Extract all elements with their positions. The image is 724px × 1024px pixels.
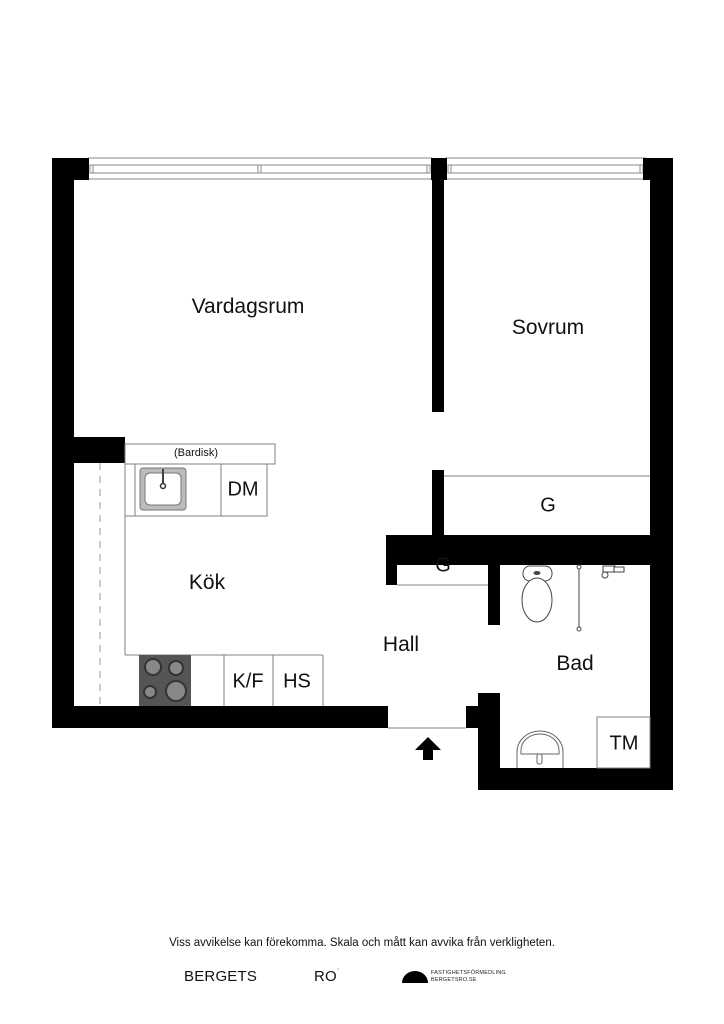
toilet-icon: [521, 565, 553, 623]
room-label-vardagsrum: Vardagsrum: [191, 295, 305, 318]
room-label-hall: Hall: [382, 633, 420, 656]
logo-ro-dot: ˙: [336, 968, 341, 979]
disclaimer-text: Viss avvikelse kan förekomma. Skala och …: [169, 937, 555, 949]
agency-logo-icon: [402, 971, 428, 983]
room-label-kok: Kök: [188, 571, 226, 594]
fridge-freezer-label: K/F: [232, 670, 264, 693]
washing-machine-label: TM: [609, 732, 639, 755]
closet-hall-label: G: [435, 554, 451, 577]
sink-icon: [139, 467, 187, 511]
arrow-up-icon: [415, 737, 441, 760]
shower-mixer-icon: [601, 565, 625, 579]
room-label-bad: Bad: [556, 652, 594, 675]
agency-line-1: FASTIGHETSFÖRMEDLING: [431, 970, 506, 976]
bardisk-label: (Bardisk): [173, 447, 219, 459]
agency-line-2: BERGETSRO.SE: [431, 976, 477, 983]
window-top: [87, 157, 647, 180]
walls: [52, 158, 673, 790]
logo-ro-text: RO: [314, 968, 337, 985]
shower-rail-icon: [576, 564, 582, 632]
washbasin-icon: [516, 730, 564, 768]
agency-tagline: FASTIGHETSFÖRMEDLING BERGETSRO.SE: [431, 970, 506, 983]
logo-ro: RO˙: [314, 968, 340, 985]
room-label-sovrum: Sovrum: [511, 316, 585, 339]
stove-icon: [139, 655, 191, 706]
logo-bergets: BERGETS: [184, 968, 258, 985]
dishwasher-label: DM: [227, 478, 259, 501]
closet-sovrum-label: G: [540, 494, 556, 517]
high-cabinet-label: HS: [283, 670, 311, 693]
